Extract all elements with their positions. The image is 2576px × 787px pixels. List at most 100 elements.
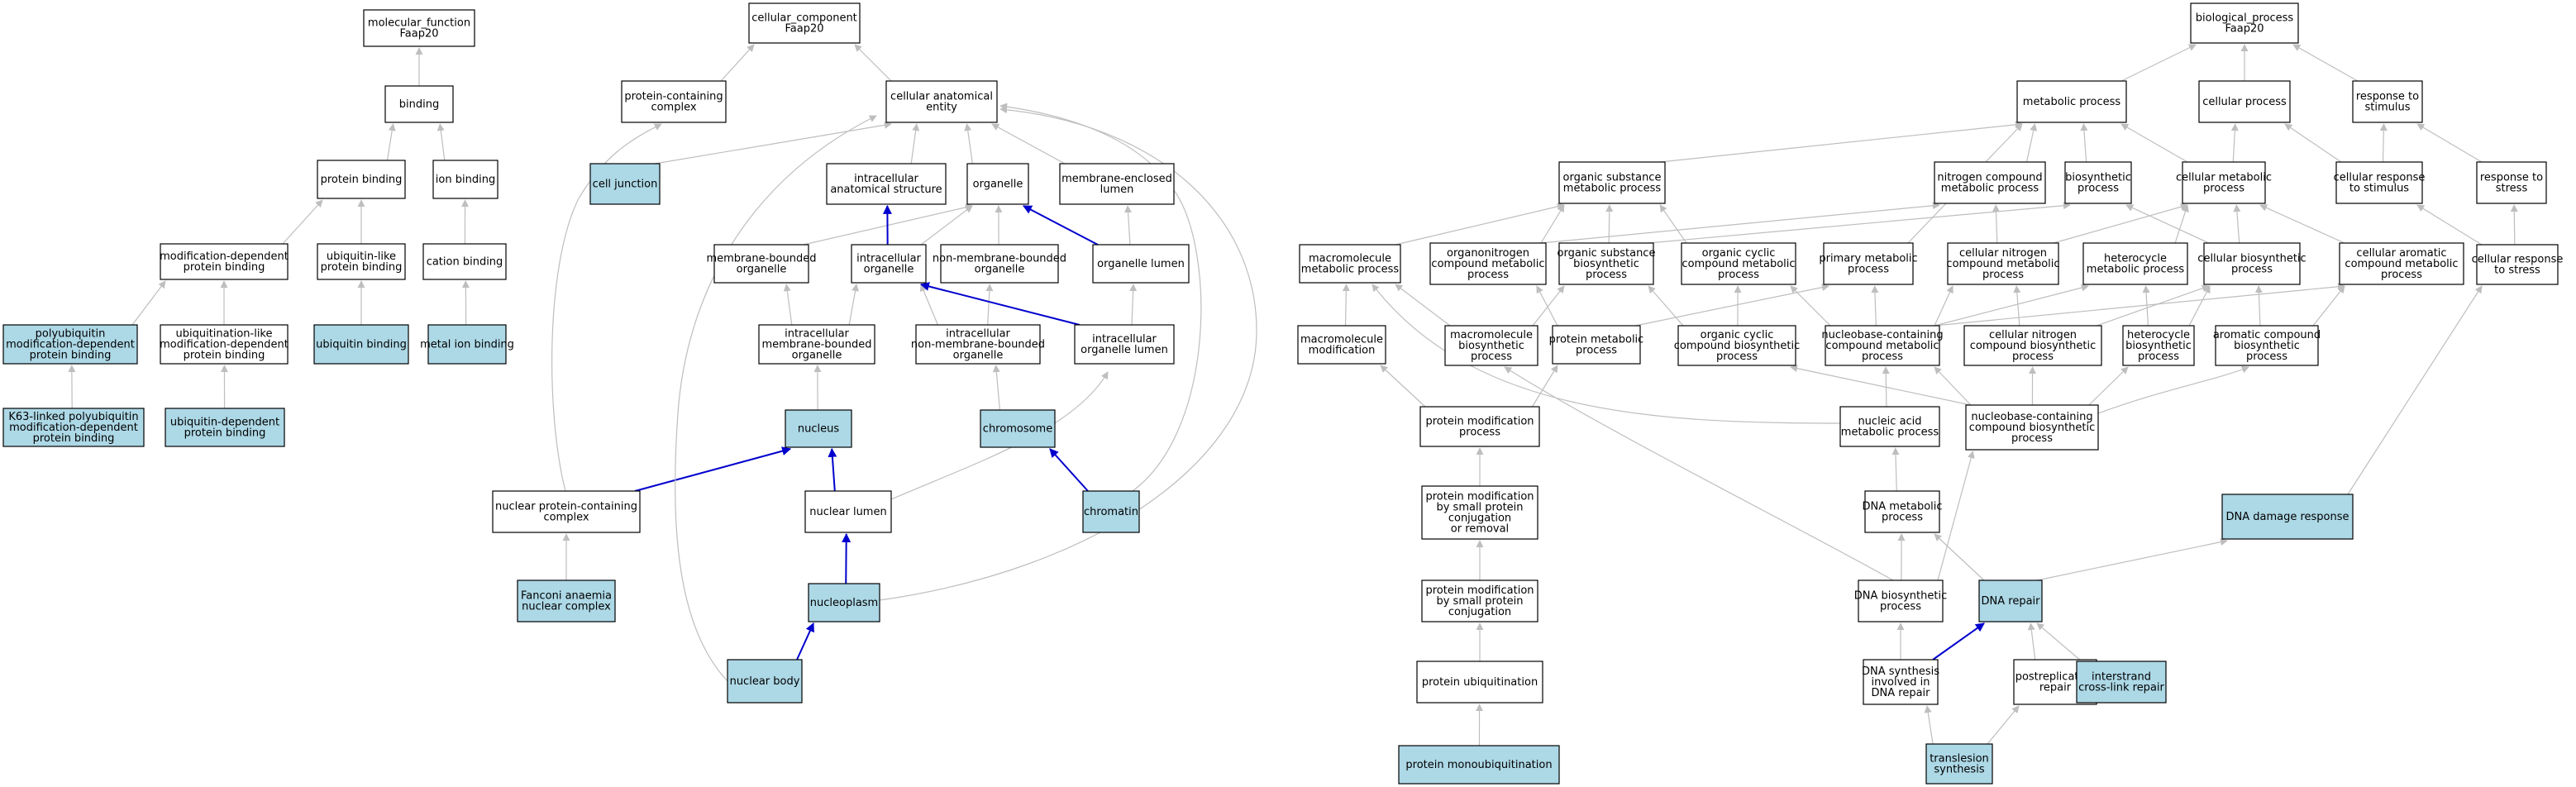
node-ubl-mod-dep[interactable]: ubiquitination-likemodification-dependen…	[160, 324, 289, 365]
blue-edge-npcc-to-nucleus	[634, 446, 792, 492]
node-prot-ub[interactable]: protein ubiquitination	[1416, 661, 1543, 704]
node-dna-damage[interactable]: DNA damage response	[2221, 494, 2354, 540]
node-box	[2082, 242, 2188, 285]
node-nuclear-lumen[interactable]: nuclear lumen	[804, 490, 892, 533]
node-label: protein monoubiquitination	[1405, 759, 1552, 771]
node-label: by small protein	[1436, 502, 1523, 514]
node-prot-monoub[interactable]: protein monoubiquitination	[1398, 745, 1560, 785]
node-ion-binding[interactable]: ion binding	[432, 160, 499, 199]
edge-cell-junction-to-cae	[654, 121, 892, 165]
node-nucleoplasm[interactable]: nucleoplasm	[808, 583, 880, 622]
node-nucleus[interactable]: nucleus	[785, 409, 852, 448]
node-polyub-mod-dep[interactable]: polyubiquitinmodification-dependentprote…	[2, 324, 138, 365]
node-label: stress	[2496, 183, 2528, 195]
node-inmbo[interactable]: intracellularnon-membrane-boundedorganel…	[911, 324, 1045, 365]
node-organelle[interactable]: organelle	[966, 163, 1029, 205]
node-box	[2198, 80, 2291, 123]
node-label: protein binding	[33, 432, 115, 445]
edge-iol-to-ol	[1129, 284, 1138, 326]
node-metal-ion[interactable]: metal ion binding	[420, 324, 514, 365]
node-cellular-process[interactable]: cellular process	[2198, 80, 2291, 123]
node-cation-binding[interactable]: cation binding	[422, 243, 507, 280]
edge-nccmp-to-hmp	[1934, 284, 2089, 327]
node-chromatin[interactable]: chromatin	[1082, 490, 1140, 533]
node-box	[384, 85, 454, 123]
node-label: cellular biosynthetic	[2197, 253, 2306, 265]
node-label: complex	[543, 512, 589, 524]
edge-nccbp-to-occbp	[1790, 365, 1972, 406]
node-binding[interactable]: binding	[384, 85, 454, 123]
node-label: nuclear body	[730, 675, 800, 688]
node-nuclear-body[interactable]: nuclear body	[727, 659, 803, 704]
node-chromosome[interactable]: chromosome	[980, 409, 1056, 448]
node-protein-binding[interactable]: protein binding	[317, 160, 406, 199]
edge-dna-repair-to-dna-damage	[2036, 538, 2228, 581]
node-label: nuclear complex	[522, 601, 611, 613]
node-ub-binding[interactable]: ubiquitin binding	[313, 324, 409, 365]
node-label: DNA biosynthetic	[1854, 590, 1947, 603]
node-box	[1947, 242, 2059, 285]
edge-cncbp-to-cncmp	[2013, 285, 2021, 327]
node-cell-junction[interactable]: cell junction	[589, 163, 661, 205]
node-ol[interactable]: organelle lumen	[1092, 244, 1190, 284]
edge-ncmp-to-metabolic	[2025, 123, 2038, 163]
node-metabolic[interactable]: metabolic process	[2016, 80, 2127, 123]
node-label: compound biosynthetic	[1970, 340, 2097, 352]
node-dna-repair[interactable]: DNA repair	[1978, 580, 2043, 622]
node-k63[interactable]: K63-linked polyubiquitinmodification-dep…	[2, 408, 145, 447]
edge-hmp-to-cmp	[2174, 204, 2189, 244]
